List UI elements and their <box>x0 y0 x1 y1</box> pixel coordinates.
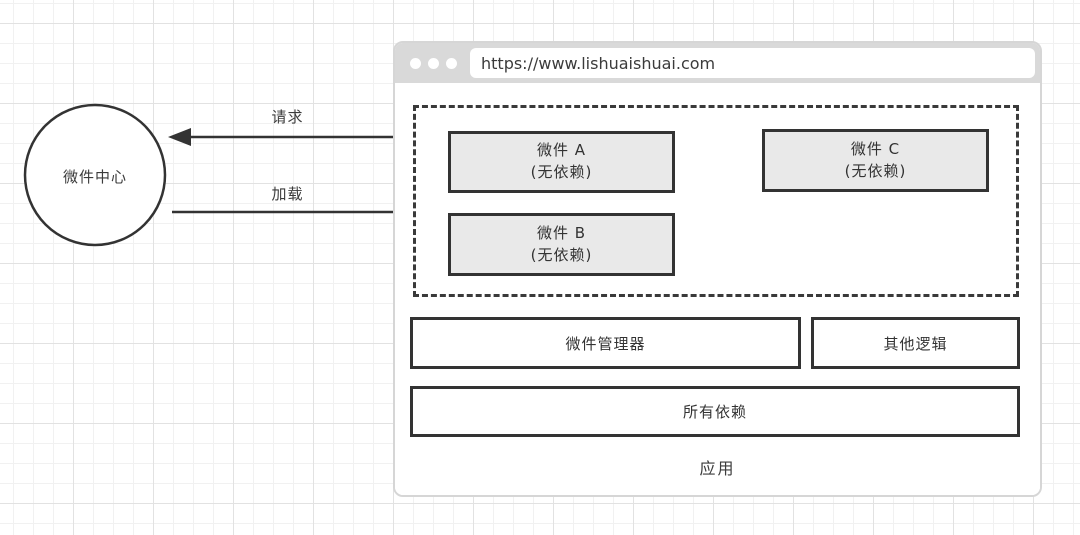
widget-b-box: 微件 B (无依赖) <box>448 213 675 276</box>
window-control-dot-icon <box>410 57 421 69</box>
application-label: 应用 <box>699 459 736 478</box>
widgets-container <box>413 105 1019 297</box>
widget-a-title: 微件 A <box>536 141 587 160</box>
widget-manager-box: 微件管理器 <box>410 317 801 369</box>
widget-c-box: 微件 C (无依赖) <box>762 129 989 192</box>
window-control-dot-icon <box>428 57 439 69</box>
widget-c-title: 微件 C <box>850 139 901 158</box>
widget-center-node <box>23 103 167 247</box>
window-controls <box>410 57 457 69</box>
widget-a-box: 微件 A (无依赖) <box>448 131 675 193</box>
widget-b-subtitle: (无依赖) <box>530 245 593 264</box>
load-arrow-label: 加载 <box>271 185 304 203</box>
address-bar: https://www.lishuaishuai.com <box>470 48 1035 78</box>
widget-center-label: 微件中心 <box>62 168 127 186</box>
browser-content: 微件 A (无依赖) 微件 B (无依赖) 微件 C (无依赖) 微件管理器 其… <box>395 83 1040 495</box>
browser-window: https://www.lishuaishuai.com 微件 A (无依赖) … <box>393 41 1042 497</box>
widget-a-subtitle: (无依赖) <box>530 163 593 181</box>
other-logic-box: 其他逻辑 <box>811 317 1020 369</box>
all-dependencies-box: 所有依赖 <box>410 386 1020 437</box>
widget-b-title: 微件 B <box>536 223 587 242</box>
request-arrow-label: 请求 <box>271 108 304 126</box>
address-bar-url: https://www.lishuaishuai.com <box>481 53 716 73</box>
browser-titlebar: https://www.lishuaishuai.com <box>395 43 1040 83</box>
window-control-dot-icon <box>446 57 457 69</box>
request-arrowhead-icon <box>168 128 191 146</box>
widget-c-subtitle: (无依赖) <box>844 161 907 180</box>
